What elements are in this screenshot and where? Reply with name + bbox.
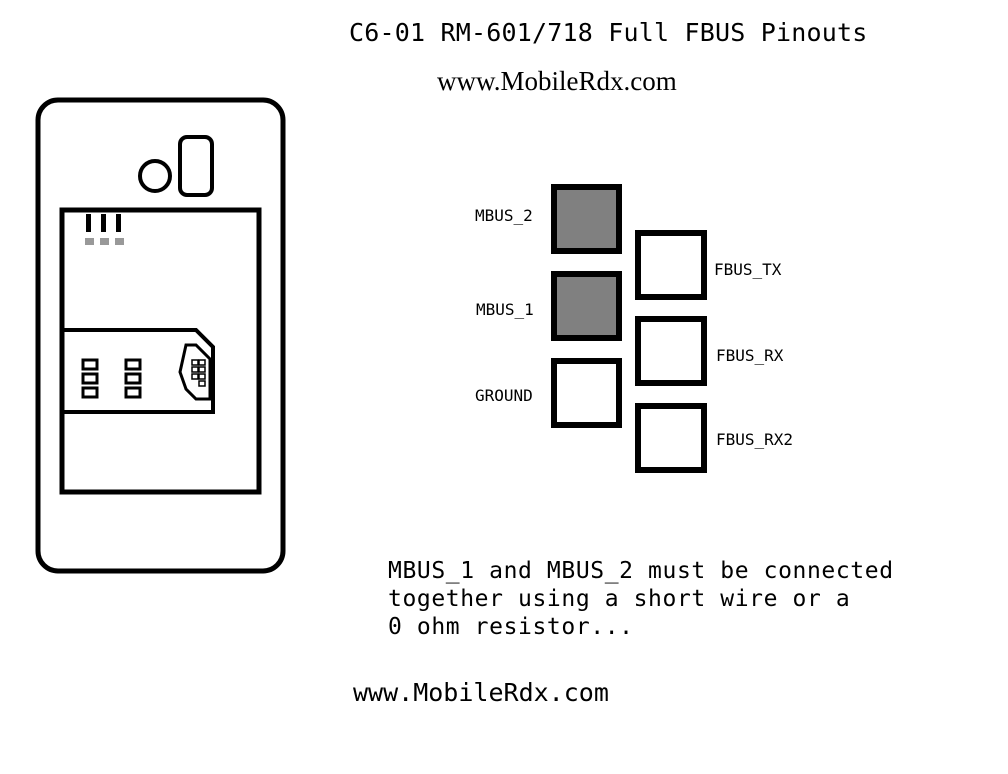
pad-mbus2 — [551, 184, 622, 254]
label-fbus-tx: FBUS_TX — [714, 260, 782, 279]
phone-back-outline — [35, 97, 286, 574]
camera-lens-icon — [138, 159, 172, 193]
sim-card-slots — [81, 358, 142, 399]
pad-fbus-tx — [635, 230, 707, 300]
sim-chip-contacts — [191, 359, 206, 387]
pad-mbus1 — [551, 271, 622, 341]
camera-flash-icon — [178, 135, 214, 197]
sim-chip-icon — [178, 343, 212, 401]
label-mbus1: MBUS_1 — [476, 300, 534, 319]
label-ground: GROUND — [475, 386, 533, 405]
note-line-2: together using a short wire or a — [388, 586, 851, 612]
note-line-3: 0 ohm resistor... — [388, 614, 634, 640]
battery-contacts — [85, 214, 124, 245]
website-url-bottom: www.MobileRdx.com — [353, 678, 609, 707]
note-line-1: MBUS_1 and MBUS_2 must be connected — [388, 558, 894, 584]
pad-ground — [551, 358, 622, 428]
label-fbus-rx: FBUS_RX — [716, 346, 784, 365]
diagram-title: C6-01 RM-601/718 Full FBUS Pinouts — [349, 18, 868, 47]
sim-card-holder — [64, 328, 215, 414]
pad-fbus-rx2 — [635, 403, 707, 473]
battery-compartment — [59, 207, 262, 495]
label-fbus-rx2: FBUS_RX2 — [716, 430, 793, 449]
website-url-top: www.MobileRdx.com — [437, 66, 677, 96]
label-mbus2: MBUS_2 — [475, 206, 533, 225]
pad-fbus-rx — [635, 316, 707, 386]
